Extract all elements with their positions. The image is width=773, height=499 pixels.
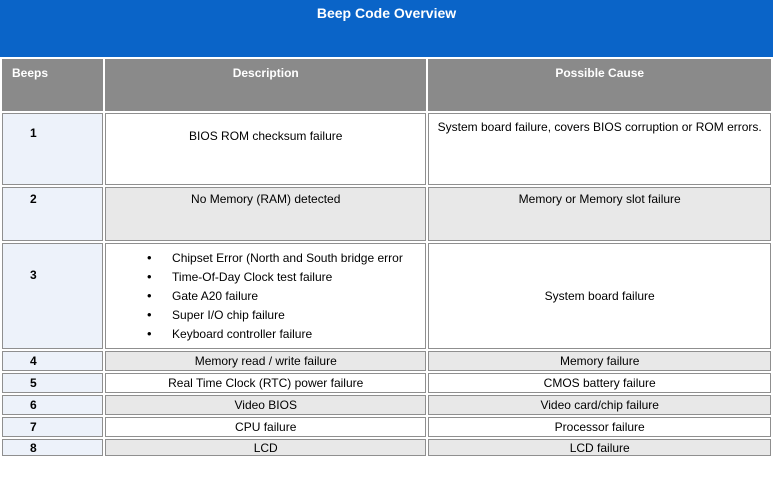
description-cell: BIOS ROM checksum failure <box>105 113 427 185</box>
possible-cause-cell: CMOS battery failure <box>428 373 771 393</box>
beeps-cell: 4 <box>2 351 104 371</box>
description-cell: Video BIOS <box>105 395 427 415</box>
beeps-cell: 2 <box>2 187 104 241</box>
bullet-item: Super I/O chip failure <box>147 307 417 322</box>
title-banner: Beep Code Overview <box>0 0 773 57</box>
beep-code-table: Beeps Description Possible Cause 1 BIOS … <box>0 57 773 458</box>
table-row-1: 1 BIOS ROM checksum failure System board… <box>2 113 771 185</box>
description-cell: LCD <box>105 439 427 456</box>
table-row-6: 6 Video BIOS Video card/chip failure <box>2 395 771 415</box>
bullet-item: Gate A20 failure <box>147 288 417 303</box>
description-cell: CPU failure <box>105 417 427 437</box>
table-row-5: 5 Real Time Clock (RTC) power failure CM… <box>2 373 771 393</box>
table-row-2: 2 No Memory (RAM) detected Memory or Mem… <box>2 187 771 241</box>
description-bullet-list: Chipset Error (North and South bridge er… <box>114 250 417 341</box>
possible-cause-cell: Memory failure <box>428 351 771 371</box>
bullet-item: Keyboard controller failure <box>147 326 417 341</box>
bullet-item: Time-Of-Day Clock test failure <box>147 269 417 284</box>
column-header-description: Description <box>105 59 427 111</box>
possible-cause-cell: System board failure <box>428 243 771 349</box>
possible-cause-cell: Video card/chip failure <box>428 395 771 415</box>
possible-cause-cell: LCD failure <box>428 439 771 456</box>
beeps-cell: 7 <box>2 417 104 437</box>
description-cell: No Memory (RAM) detected <box>105 187 427 241</box>
page-title: Beep Code Overview <box>316 5 457 21</box>
beeps-cell: 1 <box>2 113 104 185</box>
header-row: Beeps Description Possible Cause <box>2 59 771 111</box>
possible-cause-cell: System board failure, covers BIOS corrup… <box>428 113 771 185</box>
table-row-3: 3 Chipset Error (North and South bridge … <box>2 243 771 349</box>
table-row-7: 7 CPU failure Processor failure <box>2 417 771 437</box>
description-cell: Chipset Error (North and South bridge er… <box>105 243 427 349</box>
beeps-cell: 8 <box>2 439 104 456</box>
table-row-4: 4 Memory read / write failure Memory fai… <box>2 351 771 371</box>
table-row-8: 8 LCD LCD failure <box>2 439 771 456</box>
column-header-possible-cause: Possible Cause <box>428 59 771 111</box>
description-cell: Real Time Clock (RTC) power failure <box>105 373 427 393</box>
description-cell: Memory read / write failure <box>105 351 427 371</box>
possible-cause-cell: Memory or Memory slot failure <box>428 187 771 241</box>
beeps-cell: 5 <box>2 373 104 393</box>
bullet-item: Chipset Error (North and South bridge er… <box>147 250 417 265</box>
beeps-cell: 6 <box>2 395 104 415</box>
column-header-beeps: Beeps <box>2 59 104 111</box>
beeps-cell: 3 <box>2 243 104 349</box>
possible-cause-cell: Processor failure <box>428 417 771 437</box>
